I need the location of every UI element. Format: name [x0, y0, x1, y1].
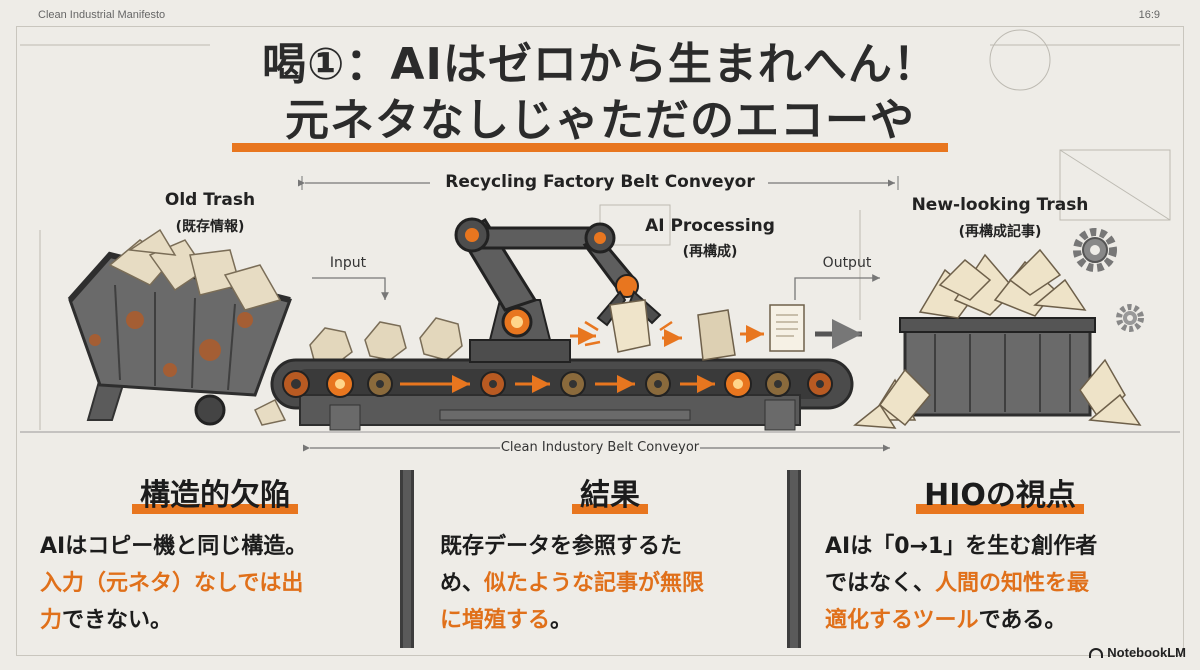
page-title-line-1: 喝①：AIはゼロから生まれへん！: [262, 39, 938, 90]
brand-watermark: NotebookLM: [1089, 645, 1186, 660]
column-body: AIはコピー機と同じ構造。 入力（元ネタ）なしでは出 力できない。: [40, 528, 390, 639]
crumpled-papers: [309, 317, 463, 366]
belt-gears: [282, 370, 833, 398]
recycling-factory-illustration: [20, 29, 1180, 452]
manifesto-tag: Clean Industrial Manifesto: [38, 9, 166, 21]
body-text: できない。: [62, 608, 173, 633]
conveyor-belt: [270, 358, 854, 431]
old-trash-sub-label: (既存情報): [175, 219, 245, 235]
body-highlight: 入力（元ネタ）なしでは出: [40, 571, 304, 596]
robot-arm: [454, 217, 682, 363]
column-heading: 結果: [572, 470, 648, 514]
body-text: である。: [978, 608, 1067, 633]
factory-dimension-line: [297, 176, 899, 190]
io-pointers: [312, 274, 880, 300]
ai-processing-label: AI Processing: [645, 216, 775, 236]
column-hio-perspective: HIOの視点 AIは「0→1」を生む創作者 ではなく、人間の知性を最 適化するツ…: [825, 470, 1175, 650]
body-text: ではなく、: [825, 571, 936, 596]
body-highlight: 力: [40, 608, 63, 633]
bottom-belt-label: Clean Industory Belt Conveyor: [500, 440, 700, 455]
body-highlight: に増殖する: [440, 608, 551, 633]
page-title-line-2: 元ネタなしじゃただのエコーや: [285, 95, 915, 146]
aspect-ratio-tag: 16:9: [1138, 9, 1160, 21]
blueprint-decor: [20, 29, 1180, 433]
old-trash-bin: [67, 228, 292, 426]
body-text: AIはコピー機と同じ構造。: [40, 534, 308, 559]
column-body: 既存データを参照するた め、似たような記事が無限 に増殖する。: [440, 528, 780, 639]
new-trash-label: New-looking Trash: [911, 195, 1089, 215]
column-heading: HIOの視点: [916, 470, 1084, 514]
body-highlight: 適化するツール: [825, 608, 979, 633]
title-underline: [232, 143, 948, 152]
new-trash-bin: [853, 248, 1142, 429]
body-text: 既存データを参照するた: [440, 534, 683, 559]
output-label: Output: [822, 255, 872, 271]
ai-processing-sub-label: (再構成): [682, 244, 738, 260]
old-trash-label: Old Trash: [164, 190, 256, 210]
body-highlight: 人間の知性を最: [935, 571, 1090, 596]
column-heading: 構造的欠陥: [132, 470, 298, 514]
column-result: 結果 既存データを参照するた め、似たような記事が無限 に増殖する。: [440, 470, 780, 650]
column-structural-defect: 構造的欠陥 AIはコピー機と同じ構造。 入力（元ネタ）なしでは出 力できない。: [40, 470, 390, 650]
column-divider: [787, 470, 801, 648]
new-trash-sub-label: (再構成記事): [958, 224, 1042, 240]
body-text: め、: [440, 571, 485, 596]
column-divider: [400, 470, 414, 648]
column-body: AIは「0→1」を生む創作者 ではなく、人間の知性を最 適化するツールである。: [825, 528, 1175, 639]
body-text: AIは「0→1」を生む創作者: [825, 534, 1098, 559]
brand-name: NotebookLM: [1107, 645, 1186, 660]
input-label: Input: [329, 255, 367, 271]
processed-papers: [697, 304, 862, 361]
gear-icon: [1073, 228, 1144, 332]
notebooklm-logo-icon: [1089, 647, 1104, 658]
body-highlight: 似たような記事が無限: [484, 571, 705, 596]
factory-label: Recycling Factory Belt Conveyor: [445, 172, 755, 192]
body-text: 。: [550, 608, 573, 633]
